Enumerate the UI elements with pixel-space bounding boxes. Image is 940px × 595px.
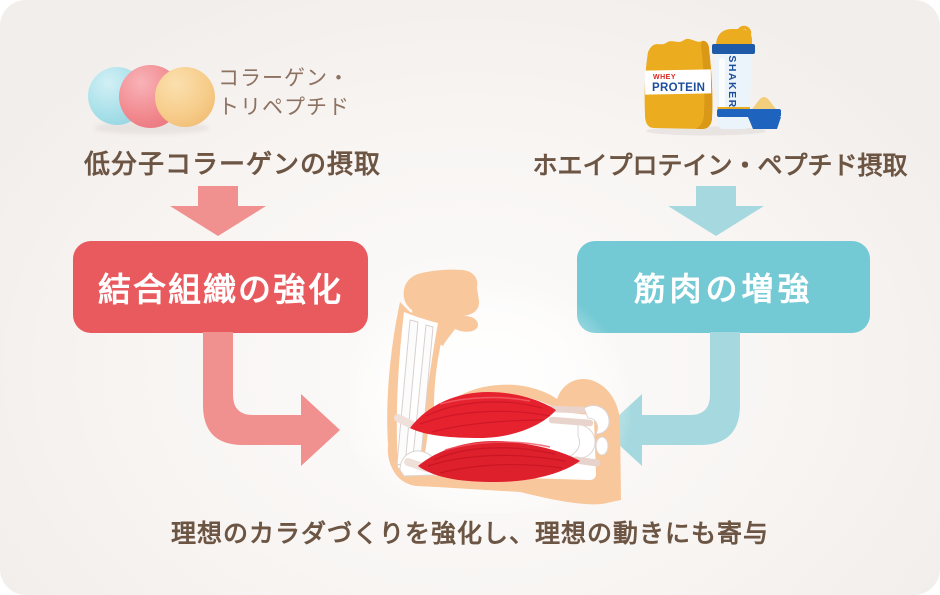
muscle-box: 筋肉の増強 xyxy=(577,241,870,333)
protein-bag-icon: WHEY PROTEIN xyxy=(644,38,713,130)
collagen-balls-icon xyxy=(88,64,218,136)
collagen-product-label: コラーゲン・ トリペプチド xyxy=(218,67,350,119)
shoulder-bones xyxy=(568,405,610,459)
powder-heap xyxy=(752,97,776,109)
left-curved-arrow-icon xyxy=(203,332,340,466)
collagen-intake-label: 低分子コラーゲンの摂取 xyxy=(83,149,381,179)
protein-bag-shaker-icon: WHEY PROTEIN SHAKER xyxy=(644,25,781,136)
ball-orange xyxy=(155,67,215,127)
shaker-label: SHAKER xyxy=(726,55,738,108)
biceps-muscle xyxy=(394,392,594,438)
right-down-arrow-icon xyxy=(668,186,764,236)
protein-label: PROTEIN xyxy=(652,82,705,94)
bag-label-band xyxy=(644,69,712,95)
muscle-label: 筋肉の増強 xyxy=(633,271,814,307)
lower-muscle xyxy=(404,441,601,482)
left-down-arrow-icon xyxy=(170,186,266,236)
protein-intake-label: ホエイプロテイン・ペプチド摂取 xyxy=(532,152,908,180)
right-curved-arrow-icon xyxy=(603,332,740,466)
shaker-icon: SHAKER xyxy=(712,25,755,129)
whey-label: WHEY xyxy=(653,74,676,81)
connective-tissue-label: 結合組織の強化 xyxy=(98,271,343,308)
scoop-icon xyxy=(717,97,781,129)
connective-tissue-box: 結合組織の強化 xyxy=(73,241,368,333)
arm-muscle-illustration xyxy=(350,269,630,513)
conclusion-text: 理想のカラダづくりを強化し、理想の動きにも寄与 xyxy=(170,520,769,548)
